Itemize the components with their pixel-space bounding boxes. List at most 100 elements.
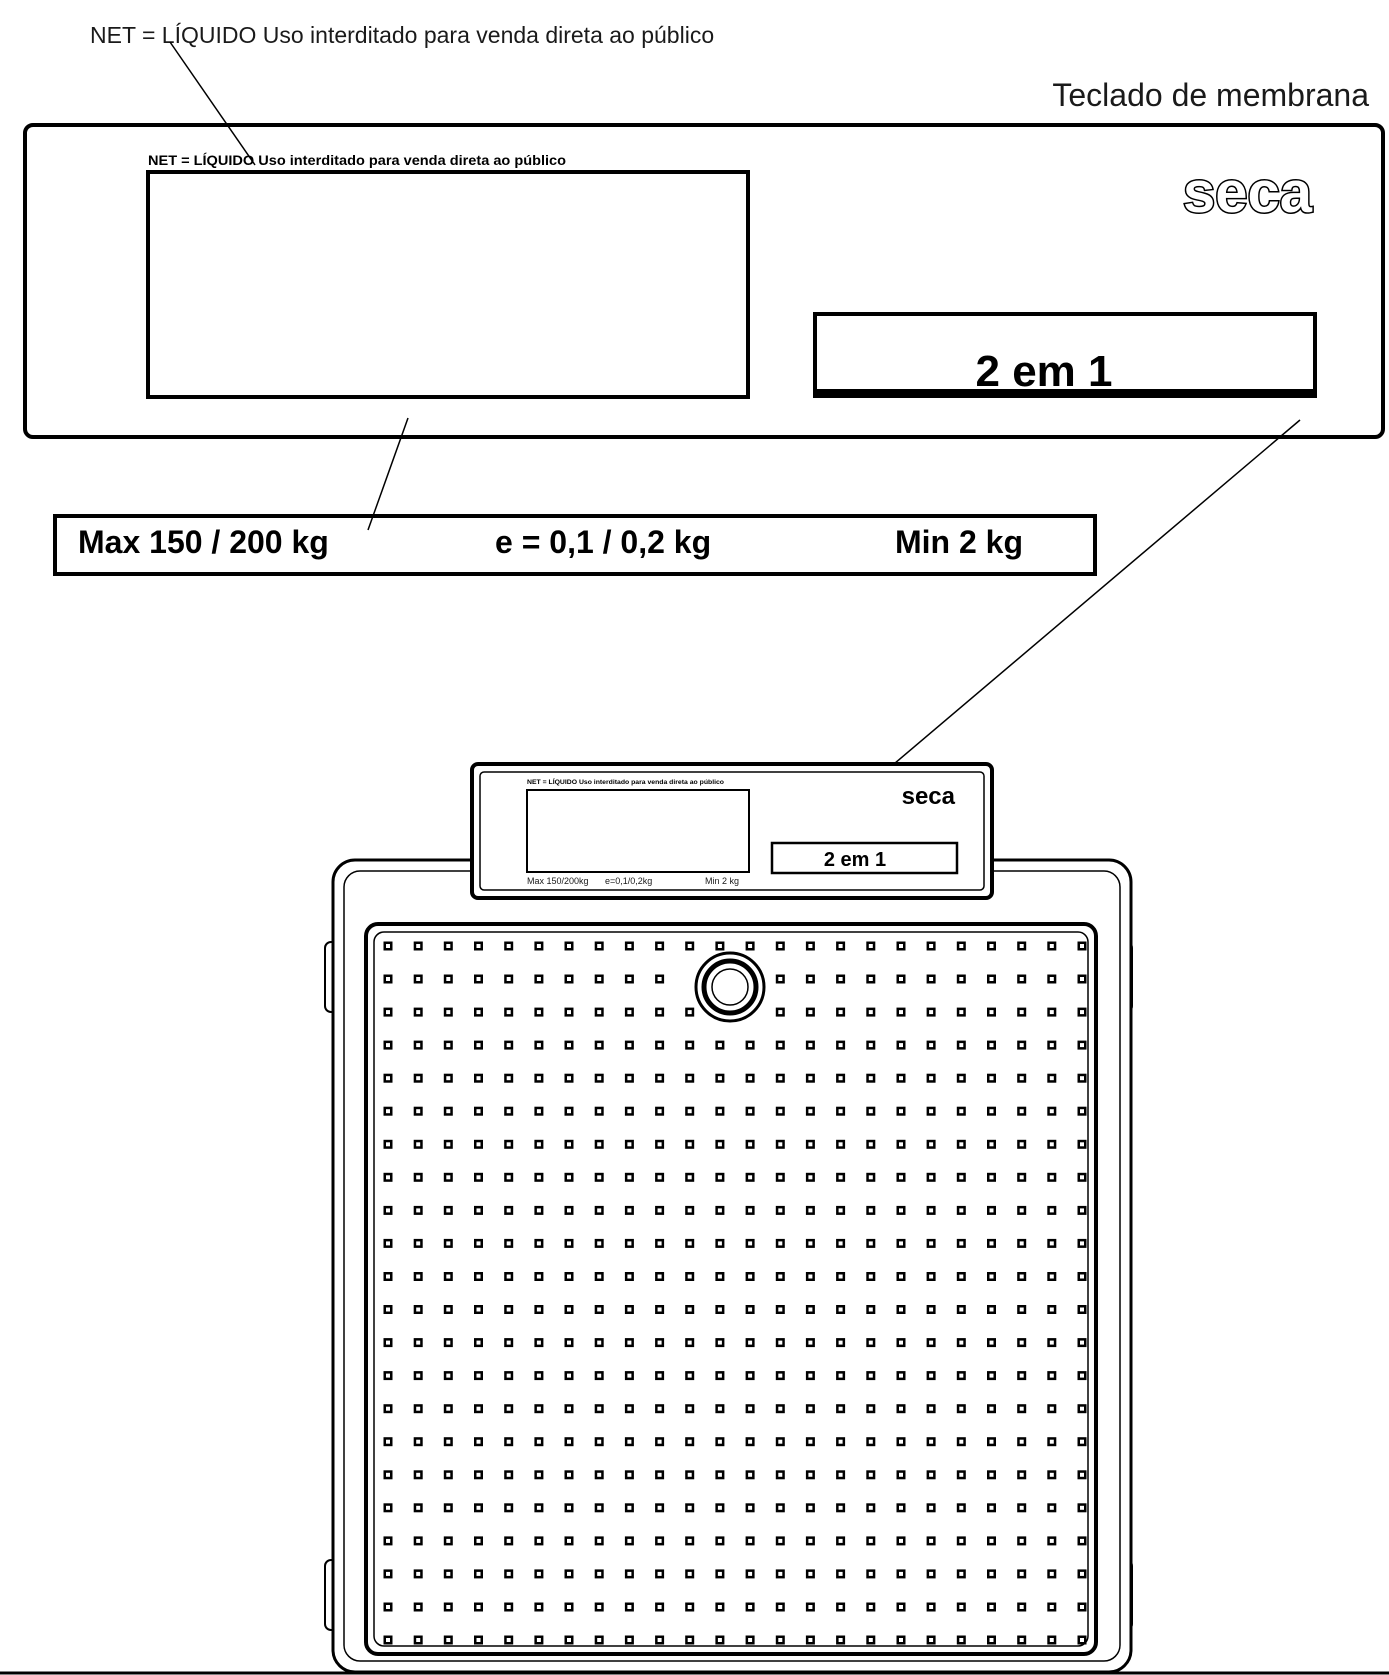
anti-slip-dot-center [446,1605,451,1609]
anti-slip-dot-center [627,944,632,948]
anti-slip-dot-center [929,1076,934,1081]
anti-slip-dot-center [808,1605,813,1609]
anti-slip-dot-center [899,1638,903,1642]
anti-slip-dot-center [1080,944,1084,948]
anti-slip-dot-center [748,1538,753,1543]
anti-slip-dot-center [416,1175,421,1180]
anti-slip-dot-center [717,1472,722,1477]
anti-slip-dot-center [506,1439,511,1444]
anti-slip-dot-center [808,1076,813,1081]
anti-slip-dot-center [687,1076,692,1081]
anti-slip-dot-center [506,1538,511,1543]
anti-slip-dot-center [899,1406,903,1411]
anti-slip-dot-center [386,1605,390,1609]
anti-slip-dot-center [929,977,934,981]
caption-keypad-label: Teclado de membrana [1052,77,1369,113]
anti-slip-dot-center [1049,1076,1054,1081]
anti-slip-dot-center [717,1538,722,1543]
anti-slip-dot-center [808,1010,813,1015]
anti-slip-dot-center [778,1208,783,1213]
anti-slip-dot-center [838,1571,843,1576]
anti-slip-dot-center [868,1605,873,1609]
anti-slip-dot-center [1080,1538,1084,1543]
anti-slip-dot-center [838,1241,843,1246]
anti-slip-dot-center [959,1538,964,1543]
anti-slip-dot-center [446,1472,451,1477]
anti-slip-dot-center [838,1208,843,1213]
anti-slip-dot-center [567,1076,571,1081]
anti-slip-dot-center [1080,1142,1084,1147]
anti-slip-dot-center [1049,1638,1054,1642]
anti-slip-dot-center [959,1076,964,1081]
anti-slip-dot-center [657,1175,662,1180]
anti-slip-dot-center [567,1439,571,1444]
anti-slip-dot-center [687,1538,692,1543]
anti-slip-dot-center [416,1571,421,1576]
anti-slip-dot-center [597,1340,602,1345]
anti-slip-dot-center [506,1010,511,1015]
anti-slip-dot-center [567,944,571,948]
anti-slip-dot-center [929,1010,934,1015]
anti-slip-dot-center [778,1109,783,1114]
anti-slip-dot-center [1049,1406,1054,1411]
anti-slip-dot-center [386,1076,390,1081]
anti-slip-dot-center [717,944,722,948]
anti-slip-dot-center [748,1208,753,1213]
spec-strip [53,514,1097,576]
anti-slip-dot-center [627,977,632,981]
anti-slip-dot-center [748,1109,753,1114]
anti-slip-dot-center [597,1638,602,1642]
anti-slip-dot-center [687,1571,692,1576]
anti-slip-dot-center [446,1076,451,1081]
anti-slip-dot-center [386,1472,390,1477]
anti-slip-dot-center [597,977,602,981]
leader-line-display [367,417,409,531]
anti-slip-dot-center [597,1472,602,1477]
anti-slip-dot-center [748,1340,753,1345]
anti-slip-dot-center [597,1538,602,1543]
anti-slip-dot-center [929,1175,934,1180]
anti-slip-dot-center [717,1605,722,1609]
scale-head-inner [479,771,985,891]
anti-slip-dot-center [657,1472,662,1477]
anti-slip-dot-center [989,1241,994,1246]
anti-slip-dot-center [386,1340,390,1345]
anti-slip-dot-center [386,1439,390,1444]
anti-slip-dot-center [959,1571,964,1576]
anti-slip-dot-center [929,1373,934,1378]
anti-slip-dot-center [838,1010,843,1015]
anti-slip-dot-center [838,1439,843,1444]
anti-slip-dot-center [899,1505,903,1510]
anti-slip-dot-center [838,1406,843,1411]
anti-slip-dot-center [838,1142,843,1147]
anti-slip-dot-center [929,1571,934,1576]
anti-slip-dot-center [506,1638,511,1642]
anti-slip-dot-center [476,1142,481,1147]
anti-slip-dot-center [476,1208,481,1213]
anti-slip-dot-center [416,1340,421,1345]
anti-slip-dot-center [567,1109,571,1114]
anti-slip-dot-center [929,1307,934,1312]
anti-slip-dot-center [597,1109,602,1114]
anti-slip-dot-center [597,1175,602,1180]
anti-slip-dot-center [1019,944,1024,948]
anti-slip-dot-center [748,1274,753,1279]
anti-slip-dot-center [567,1340,571,1345]
anti-slip-dot-center [687,1010,692,1015]
anti-slip-dot-center [929,1638,934,1642]
anti-slip-dot-center [808,1538,813,1543]
anti-slip-dot-center [416,1472,421,1477]
anti-slip-dot-center [627,1406,632,1411]
anti-slip-dot-center [627,1043,632,1048]
anti-slip-dot-center [597,1076,602,1081]
anti-slip-dot-center [416,1373,421,1378]
anti-slip-dot-center [1019,1142,1024,1147]
anti-slip-dot-center [627,1274,632,1279]
anti-slip-dot-center [1049,1274,1054,1279]
anti-slip-dot-center [778,1076,783,1081]
anti-slip-dot-center [838,1638,843,1642]
anti-slip-dot-center [657,1605,662,1609]
panel-model-label: 2 em 1 [976,347,1113,396]
anti-slip-dot-center [1019,1373,1024,1378]
